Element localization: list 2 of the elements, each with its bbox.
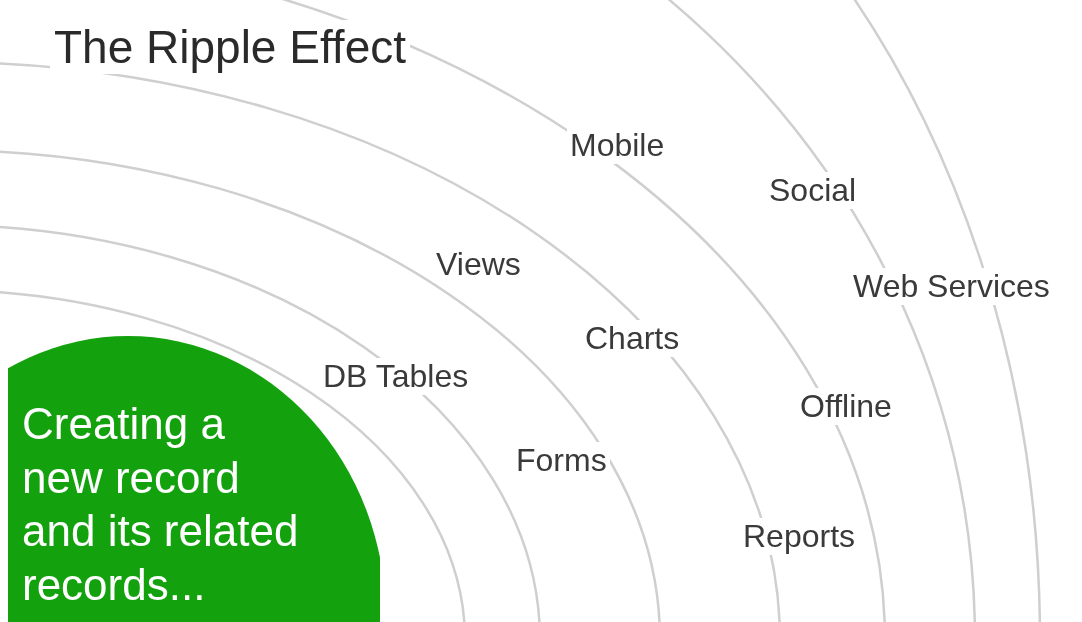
title: The Ripple Effect — [50, 20, 410, 74]
node-text: Creating a new record and its related records... — [22, 398, 300, 611]
